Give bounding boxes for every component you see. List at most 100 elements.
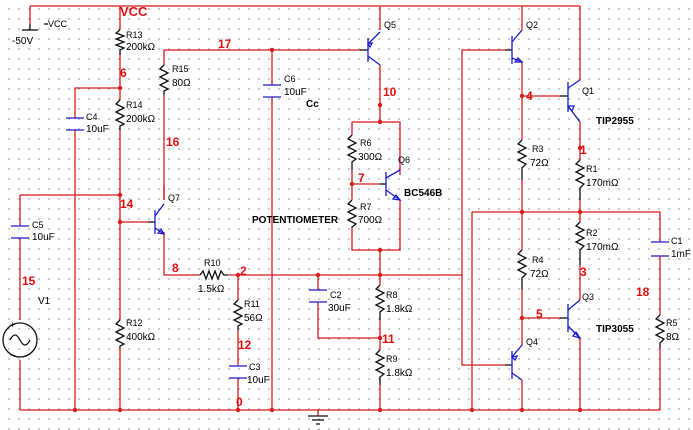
net-label-1: 1 [580,143,587,157]
label-c6-ref: C6 [284,74,296,84]
transistor-q7-symbol [148,203,166,235]
annotation-potentiometer: POTENTIOMETER [252,215,339,226]
ac-source-v1-symbol: + − [2,320,38,360]
transistor-q1-symbol [560,79,581,123]
resistor-r1-body [574,159,586,200]
label-r13-ref: R13 [126,30,143,40]
transistor-q4-symbol [505,344,523,381]
label-q6-part: BC546B [404,188,442,199]
label-r1-value: 170mΩ [586,178,619,189]
label-r3-ref: R3 [532,144,544,154]
label-q6-ref: Q6 [398,155,410,165]
label-c5-value: 10uF [32,232,55,243]
net-label-2: 2 [240,264,247,278]
resistor-r13-body [114,29,126,55]
label-q2-ref: Q2 [526,20,538,30]
resistor-r6-body [346,134,358,170]
net-label-0: 0 [236,395,243,409]
net-label-3: 3 [580,265,587,279]
svg-text:−: − [10,350,15,360]
label-r13-value: 200kΩ [126,42,156,53]
vcc-supply-symbol: VCC -50V [12,19,68,47]
net-label-17: 17 [218,37,232,51]
label-c2-value: 30uF [328,303,351,314]
net-label-14: 14 [120,197,134,211]
label-c6-value: 10uF [284,87,307,98]
resistor-r11-body [232,299,244,330]
label-c3-value: 10uF [247,375,270,386]
label-c1-ref: C1 [671,236,683,246]
net-label-7: 7 [358,171,365,185]
label-r9-ref: R9 [386,354,398,364]
label-r7-value: 700Ω [358,215,383,226]
transistor-q5-symbol [360,31,381,66]
net-label-10: 10 [383,85,397,99]
component-labels: R13 200kΩ R14 200kΩ R12 400kΩ R15 80Ω R1… [32,20,691,386]
resistor-r9-body [374,349,386,385]
transistor-q2-symbol [505,29,524,64]
svg-text:+: + [10,320,15,330]
label-r2-ref: R2 [586,228,598,238]
resistor-r4-body [516,249,528,290]
capacitor-c5-body [11,225,29,239]
net-label-11: 11 [382,332,395,346]
label-r8-value: 1.8kΩ [386,304,413,315]
wires [19,5,661,416]
label-q4-ref: Q4 [526,337,538,347]
vcc-supply-voltage: -50V [12,36,33,47]
annotation-cc: Cc [306,99,319,110]
label-r2-value: 170mΩ [586,242,619,253]
label-c4-ref: C4 [86,112,98,122]
resistor-r7-body [346,199,358,228]
net-label-5: 5 [536,307,543,321]
label-r10-value: 1.5kΩ [198,284,225,295]
capacitor-c6-body [263,84,281,98]
resistor-r5-body [654,314,666,348]
net-label-18: 18 [636,285,650,299]
capacitor-c2-body [309,289,327,303]
junction-dots [72,47,583,413]
label-r5-value: 8Ω [666,332,680,343]
label-c5-ref: C5 [32,220,44,230]
label-r11-value: 56Ω [244,313,263,324]
resistor-r8-body [374,284,386,320]
net-label-8: 8 [172,261,179,275]
resistors [114,29,666,385]
net-labels: 0 1 2 3 4 5 6 7 8 10 11 12 14 15 16 17 1… [22,37,650,409]
label-q1-ref: Q1 [582,86,594,96]
label-q5-ref: Q5 [384,20,396,30]
label-q7-ref: Q7 [168,193,180,203]
transistor-q6-symbol [380,169,402,201]
net-label-4: 4 [526,89,533,103]
ground-symbol [308,415,328,425]
label-r8-ref: R8 [386,290,398,300]
resistor-r15-body [158,64,170,95]
label-r11-ref: R11 [244,299,260,309]
label-q1-part: TIP2955 [596,116,634,127]
label-r7-ref: R7 [360,202,372,212]
transistor-q3-symbol [560,299,582,340]
capacitor-c3-body [229,365,247,379]
vcc-net-label: VCC [120,4,148,19]
capacitors [11,84,669,379]
resistor-r14-body [114,99,126,130]
label-r4-ref: R4 [532,255,544,265]
label-r9-value: 1.8kΩ [386,368,413,379]
capacitor-c4-body [66,117,84,131]
resistor-r10-body [199,269,228,281]
label-r14-value: 200kΩ [126,114,156,125]
label-c4-value: 10uF [86,124,109,135]
label-c2-ref: C2 [330,290,342,300]
label-r12-value: 400kΩ [126,332,156,343]
label-r1-ref: R1 [586,164,598,174]
label-r15-ref: R15 [172,64,189,74]
net-label-12: 12 [238,338,252,352]
label-r14-ref: R14 [126,100,143,110]
resistor-r2-body [574,221,586,265]
net-label-15: 15 [22,274,36,288]
label-r5-ref: R5 [666,318,678,328]
label-c3-ref: C3 [249,362,261,372]
label-q3-ref: Q3 [582,292,594,302]
